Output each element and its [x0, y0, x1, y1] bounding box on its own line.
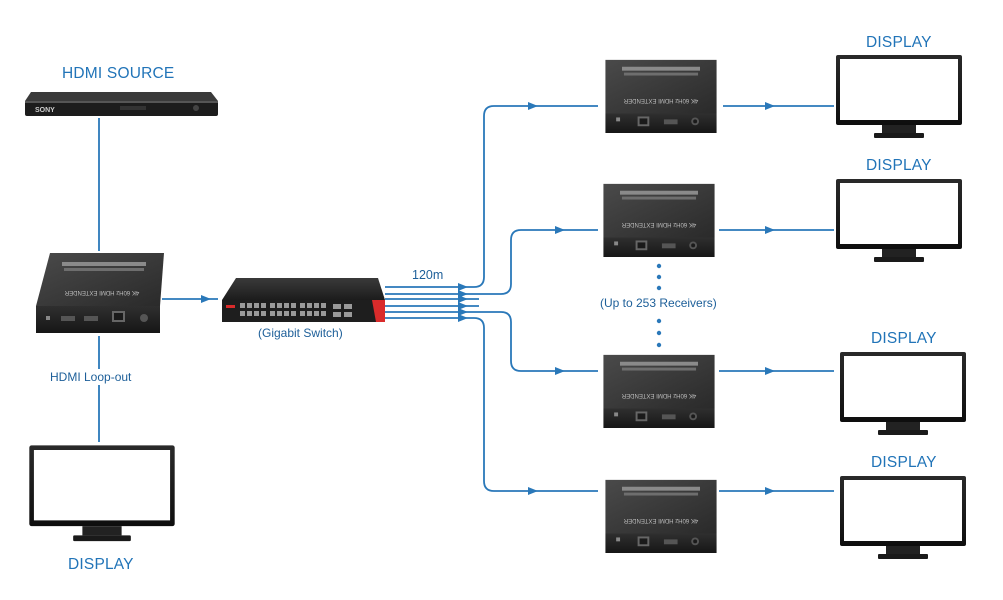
display-monitor-bottom-left	[29, 445, 175, 542]
display-monitor-4	[840, 476, 966, 559]
connection-lines	[98, 105, 834, 492]
gigabit-switch-device	[222, 278, 385, 322]
receiver-continuation-dots	[656, 263, 662, 348]
receiver-1-label-text: 4K 60Hz HDMI EXTENDER	[623, 97, 698, 103]
receiver-device-2	[603, 183, 715, 258]
display-monitor-2	[836, 179, 962, 262]
display-monitor-1	[836, 55, 962, 138]
hdmi-source-label: HDMI SOURCE	[62, 65, 175, 82]
source-brand-text: SONY	[35, 107, 55, 114]
transmitter-label-text: 4K 60Hz HDMI EXTENDER	[64, 289, 139, 295]
display-label-1: DISPLAY	[866, 34, 932, 51]
hdmi-loop-out-label: HDMI Loop-out	[48, 369, 134, 385]
receiver-device-4	[605, 479, 717, 554]
display-label-2: DISPLAY	[866, 157, 932, 174]
receiver-3-label-text: 4K 60Hz HDMI EXTENDER	[621, 392, 696, 398]
receivers-count-label: (Up to 253 Receivers)	[600, 296, 717, 310]
display-monitor-3	[840, 352, 966, 435]
gigabit-switch-label: (Gigabit Switch)	[258, 326, 343, 340]
distance-label: 120m	[412, 268, 444, 282]
display-label-4: DISPLAY	[871, 454, 937, 471]
receiver-2-label-text: 4K 60Hz HDMI EXTENDER	[621, 221, 696, 227]
receiver-4-label-text: 4K 60Hz HDMI EXTENDER	[623, 517, 698, 523]
receiver-device-1	[605, 59, 717, 134]
transmitter-device: 4K 60Hz HDMI EXTENDER	[36, 253, 164, 333]
hdmi-source-device: SONY	[25, 92, 218, 116]
display-label-3: DISPLAY	[871, 330, 937, 347]
display-label-bottom-left: DISPLAY	[68, 556, 134, 573]
receiver-device-3	[603, 354, 715, 429]
